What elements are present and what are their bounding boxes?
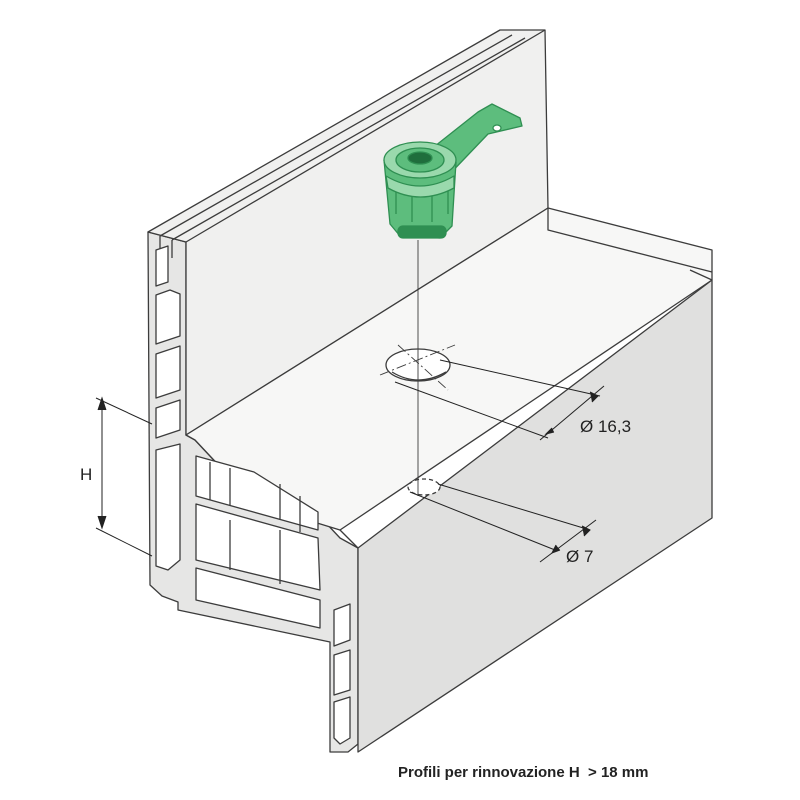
chamber-5	[155, 443, 181, 571]
dim-large-ext-2	[394, 381, 549, 439]
top-surface-step	[547, 208, 713, 281]
label-hole-small: Ø 7	[566, 547, 593, 566]
dim-h-arrow-top	[97, 396, 107, 411]
label-height: H	[80, 465, 92, 484]
dimension-lines	[95, 359, 605, 563]
dim-h-ext-top	[95, 397, 153, 425]
fastener-base-ring	[397, 225, 447, 239]
chamber-6	[195, 455, 319, 531]
fastener-ribs	[395, 186, 449, 222]
dim-h-ext-bottom	[95, 527, 153, 557]
inner-web-lines	[209, 462, 301, 584]
label-hole-large: Ø 16,3	[580, 417, 631, 436]
side-face	[357, 279, 713, 753]
chamber-10	[333, 649, 351, 696]
chamber-4	[155, 399, 181, 439]
dim-small-ext-1	[437, 483, 591, 531]
chamber-8	[195, 567, 321, 629]
hex-socket-icon	[407, 151, 433, 165]
dim-small-ext-2	[409, 491, 556, 551]
dim-large-arrow-1	[589, 391, 599, 403]
dim-small-arrow-2	[550, 544, 561, 554]
window-profile	[147, 29, 713, 753]
dim-small-arrow-1	[581, 525, 591, 537]
fastener-band	[385, 175, 455, 198]
dim-large-ext-1	[439, 359, 601, 397]
chamber-9	[333, 603, 351, 647]
dim-small-line	[539, 519, 597, 563]
fastener-wing-hole	[492, 124, 502, 132]
hole-small	[407, 478, 441, 496]
center-lines	[379, 240, 456, 496]
chamber-11	[333, 696, 351, 745]
caption: Profili per rinnovazione H > 18 mm	[398, 764, 649, 781]
chamber-1	[155, 245, 169, 287]
chamber-2	[155, 289, 181, 345]
dim-h-arrow-bottom	[97, 515, 107, 530]
chamber-3	[155, 345, 181, 399]
chamber-7	[195, 503, 321, 591]
green-fastener	[383, 103, 523, 239]
side-face-edge	[339, 529, 359, 549]
hole-large-inner	[391, 371, 447, 381]
dim-large-arrow-2	[544, 427, 555, 435]
back-wall-groove-1	[159, 29, 546, 243]
